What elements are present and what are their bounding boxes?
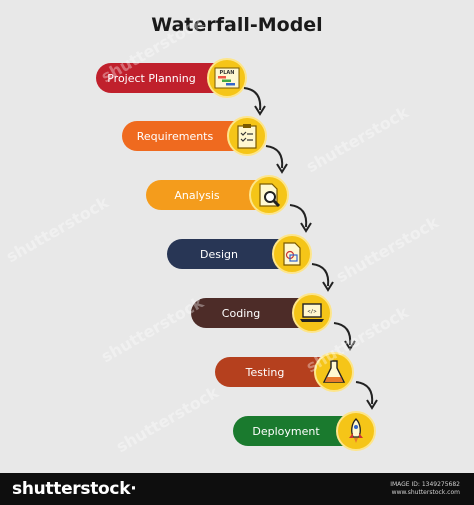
watermark: shutterstock — [332, 212, 442, 287]
flow-arrow — [265, 145, 288, 174]
step-label: Testing — [245, 365, 285, 379]
watermark: shutterstock — [97, 292, 207, 367]
design-document-icon — [272, 234, 312, 274]
flask-icon — [314, 352, 354, 392]
flow-arrow — [333, 322, 356, 351]
image-id: IMAGE ID: 1349275682 — [390, 481, 460, 488]
stock-footer: shutterstock· IMAGE ID: 1349275682 www.s… — [0, 473, 474, 505]
watermark: shutterstock — [302, 102, 412, 177]
site-url: www.shutterstock.com — [391, 489, 460, 496]
svg-text:PLAN: PLAN — [220, 70, 235, 76]
step-label: Analysis — [174, 188, 220, 202]
checklist-clipboard-icon — [227, 116, 267, 156]
plan-chart-icon: PLAN — [207, 58, 247, 98]
step-label: Design — [200, 247, 238, 261]
watermark: shutterstock — [112, 382, 222, 457]
flow-arrow — [311, 263, 334, 292]
document-magnifier-icon — [249, 175, 289, 215]
step-label: Deployment — [252, 424, 320, 438]
svg-text:</>: </> — [307, 309, 316, 315]
rocket-icon — [336, 411, 376, 451]
image-id-block: IMAGE ID: 1349275682 www.shutterstock.co… — [390, 481, 460, 497]
step-label: Project Planning — [107, 71, 196, 85]
step-label: Requirements — [136, 129, 214, 143]
flow-arrow — [243, 87, 266, 116]
watermark: shutterstock — [2, 192, 112, 267]
flow-arrow — [355, 381, 378, 410]
shutterstock-logo: shutterstock· — [12, 479, 137, 499]
diagram-title: Waterfall-Model — [151, 14, 323, 36]
flow-arrow — [289, 204, 312, 233]
laptop-code-icon: </> — [292, 293, 332, 333]
step-label: Coding — [221, 306, 261, 320]
